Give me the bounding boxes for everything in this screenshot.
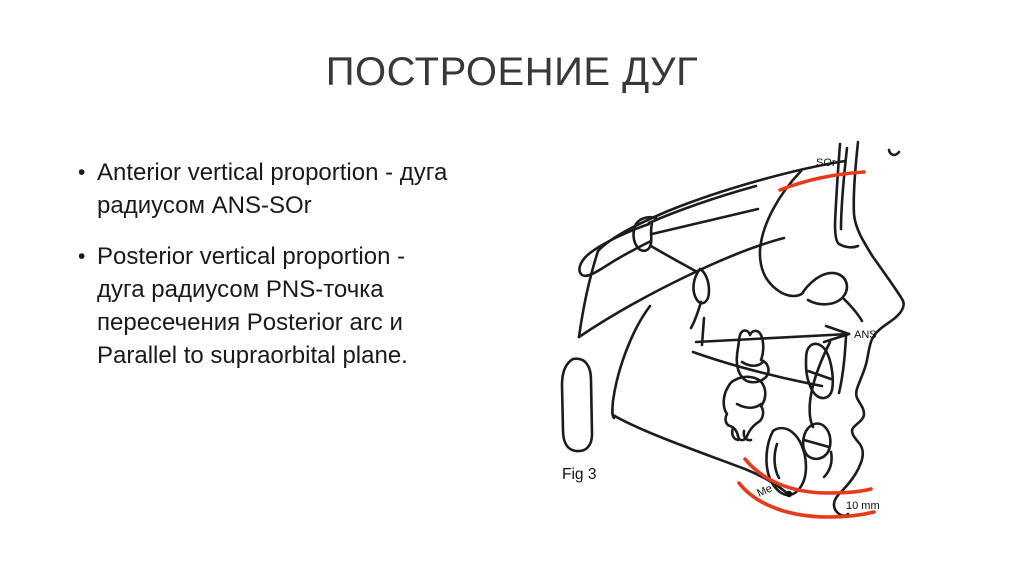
bullet-text-posterior: Posterior vertical proportion - дуга рад… [97, 243, 408, 369]
cranial-vault-path [596, 159, 847, 253]
pns-vertical-path [700, 316, 706, 347]
ans-spike-upper-path [824, 324, 851, 336]
bullet-text-anterior: Anterior vertical proportion - дуга ради… [97, 159, 448, 219]
palatal-plane-path [694, 332, 851, 344]
zygoma-tail-path [842, 297, 864, 323]
tick-mark-path [887, 148, 901, 157]
frontal-inner-path [839, 146, 849, 231]
cephalometric-tracing-figure: SOr ANS Me 10 mm Fig 3 [560, 140, 905, 519]
upper-incisor-path [804, 342, 835, 400]
skull-tracing-lines [560, 140, 905, 517]
orbital-rim-path [758, 169, 805, 298]
label-ans: ANS [854, 329, 877, 341]
sella-turcica-path [632, 215, 658, 253]
lower-incisor-band-path [802, 438, 831, 449]
coronoid-path [808, 340, 832, 429]
soft-tissue-profile-path [832, 140, 905, 517]
list-item: • Anterior vertical proportion - дуга ра… [78, 156, 463, 222]
bullet-list: • Anterior vertical proportion - дуга ра… [78, 156, 463, 390]
supraorbital-arc [778, 170, 866, 192]
vertebra-path [560, 357, 594, 453]
bullet-marker-icon: • [78, 245, 86, 268]
molar-root-hook2-path [742, 429, 753, 442]
lower-alveolar-path [822, 450, 833, 479]
label-me: Me [755, 483, 774, 500]
upper-molar-path [735, 329, 770, 384]
label-sor: SOr [816, 157, 836, 169]
cranial-base-diagonal-path [577, 236, 786, 339]
label-scale-10mm: 10 mm [846, 500, 880, 512]
ans-spike-lower-path [822, 332, 851, 344]
molar-root-hook1-path [730, 426, 740, 442]
bullet-marker-icon: • [78, 161, 86, 184]
planum-upper-path [647, 184, 758, 225]
red-construction-arcs [737, 170, 876, 519]
mandible-body-path [611, 413, 790, 496]
slide-title: ПОСТРОЕНИЕ ДУГ [325, 50, 699, 94]
list-item: • Posterior vertical proportion - дуга р… [78, 240, 463, 372]
figure-caption: Fig 3 [562, 466, 596, 483]
lower-molar-path [722, 375, 767, 442]
upper-incisor-band-path [806, 369, 833, 381]
sella-tail-path [649, 244, 699, 274]
pterygoid-fissure-path [692, 267, 711, 305]
frontal-outer-path [833, 142, 860, 249]
menton-inner-arc [743, 457, 873, 495]
upper-alveolar-path [837, 334, 848, 395]
menton-outer-arc [737, 481, 876, 519]
symphysis-inner-path [773, 442, 781, 480]
zygoma-path [801, 271, 849, 306]
pterygoid-tail-path [689, 300, 703, 330]
upper-molar-band-path [740, 360, 765, 368]
ramus-path [611, 304, 652, 420]
planum-lower-path [650, 207, 760, 236]
cranial-left-edge-path [577, 249, 600, 339]
clinoid-process-path [578, 222, 653, 278]
lower-molar-band-path [735, 402, 763, 410]
menton-point [785, 490, 793, 498]
symphysis-path [765, 426, 808, 497]
